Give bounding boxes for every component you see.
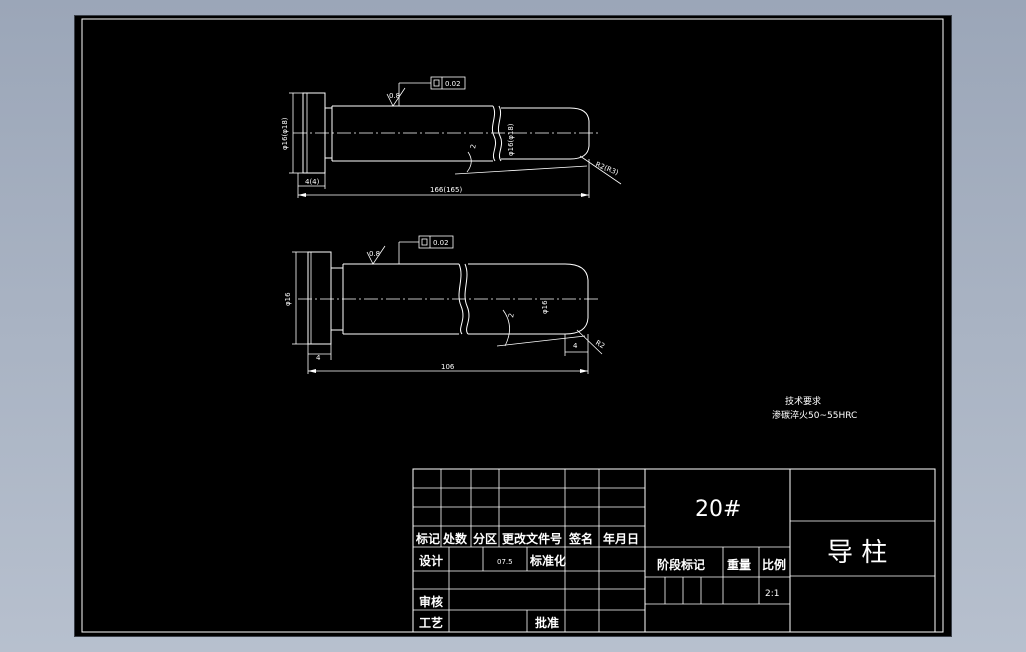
part2-roughness: 0.8 [369, 250, 380, 258]
part2-gdt-value: 0.02 [433, 239, 449, 247]
part2-length: 106 [441, 363, 455, 371]
part2-gdt-frame [418, 235, 454, 249]
part1-roughness: 0.8 [389, 92, 400, 100]
cad-drawing: 2 φ16(φ18) φ16(φ18) 4(4) 166(165) 0.02 0… [81, 18, 944, 633]
approve-label: 批准 [535, 615, 559, 630]
header-zone: 分区 [473, 531, 497, 546]
part2-head [307, 251, 332, 345]
part2-head-length: 4 [316, 354, 321, 362]
part2-break-right [464, 263, 470, 335]
part1-tip [569, 107, 590, 160]
part2-break-left [458, 263, 464, 335]
scale-label: 比例 [762, 557, 786, 572]
scale-value: 2:1 [765, 589, 779, 599]
part2-chamfer: R2 [594, 339, 606, 351]
part1-roughness-symbol [386, 87, 406, 107]
title-block: 标记 处数 分区 更改文件号 签名 年月日 设计 07.5 标准化 审核 工艺 … [412, 468, 936, 633]
header-mark: 标记 [415, 531, 440, 546]
part1-gdt-value: 0.02 [445, 80, 461, 88]
standardize-label: 标准化 [529, 553, 566, 568]
notes-line1: 渗碳淬火50~55HRC [772, 409, 857, 421]
review-label: 审核 [419, 594, 443, 609]
part1-length: 166(165) [430, 186, 462, 194]
part-name: 导 柱 [827, 538, 887, 568]
part1-break-left [491, 105, 497, 162]
part1-head-length: 4(4) [305, 178, 320, 186]
part1-diameter: φ16(φ18) [281, 117, 289, 150]
header-count: 处数 [442, 531, 468, 546]
part2-taper-label: 2 [507, 313, 516, 319]
part-2: 2 φ16 φ16 4 4 106 0.02 0.8 R2 [284, 235, 606, 374]
part2-tip-length: 4 [573, 342, 578, 350]
header-date: 年月日 [603, 531, 639, 546]
part1-shaft-diameter: φ16(φ18) [507, 123, 515, 156]
process-label: 工艺 [419, 615, 443, 630]
drawing-viewport[interactable]: 2 φ16(φ18) φ16(φ18) 4(4) 166(165) 0.02 0… [74, 15, 952, 637]
header-doc-no: 更改文件号 [502, 531, 562, 546]
part1-gdt-frame [430, 76, 466, 90]
notes-title: 技术要求 [785, 395, 821, 407]
design-label: 设计 [419, 553, 443, 568]
header-signature: 签名 [568, 531, 593, 546]
material-label: 20# [695, 497, 741, 522]
part2-shaft-diameter: φ16 [541, 300, 549, 314]
part2-diameter: φ16 [284, 292, 292, 306]
part-1: 2 φ16(φ18) φ16(φ18) 4(4) 166(165) 0.02 0… [281, 76, 622, 198]
stage-label: 阶段标记 [657, 557, 705, 572]
part2-roughness-symbol [366, 245, 386, 265]
part1-break-right [497, 105, 503, 162]
part1-taper-label: 2 [469, 144, 478, 150]
weight-label: 重量 [727, 557, 751, 572]
design-date: 07.5 [497, 558, 513, 566]
